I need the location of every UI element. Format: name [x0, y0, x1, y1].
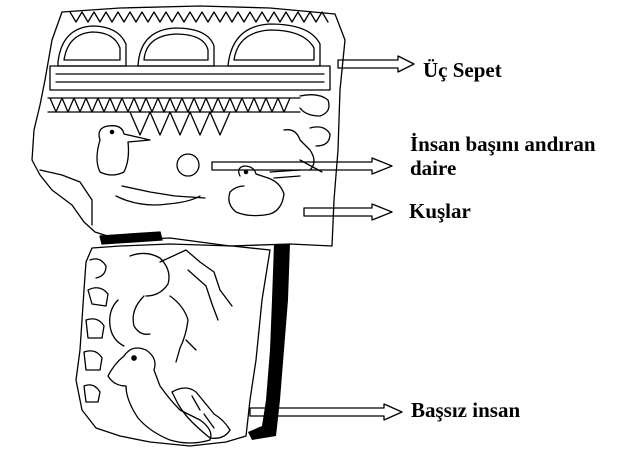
arrow-sepet	[337, 55, 415, 73]
black-shadow-stroke	[248, 244, 290, 440]
label-uc-sepet: Üç Sepet	[423, 58, 502, 82]
label-insan-basi-line1: İnsan başını andıran	[410, 132, 596, 156]
lower-stone-block	[75, 243, 271, 447]
dark-band	[99, 231, 163, 245]
label-insan-basi-line2: daire	[410, 156, 457, 181]
headless-human	[171, 387, 231, 439]
head-circle	[176, 153, 200, 177]
label-bassiz-insan: Başsız insan	[411, 398, 521, 422]
scorpion-figure	[109, 249, 233, 363]
arrow-bassiz	[249, 403, 403, 421]
arrow-kuslar	[303, 203, 393, 221]
arrow-daire	[211, 157, 393, 179]
zigzag-band	[47, 94, 331, 147]
three-baskets	[49, 11, 331, 91]
label-insan-basi: İnsan başını andıran daire	[410, 132, 596, 180]
label-kuslar: Kuşlar	[409, 199, 471, 223]
left-motifs	[83, 258, 109, 403]
bird-lower	[107, 347, 212, 444]
upper-stone-block	[31, 5, 346, 247]
